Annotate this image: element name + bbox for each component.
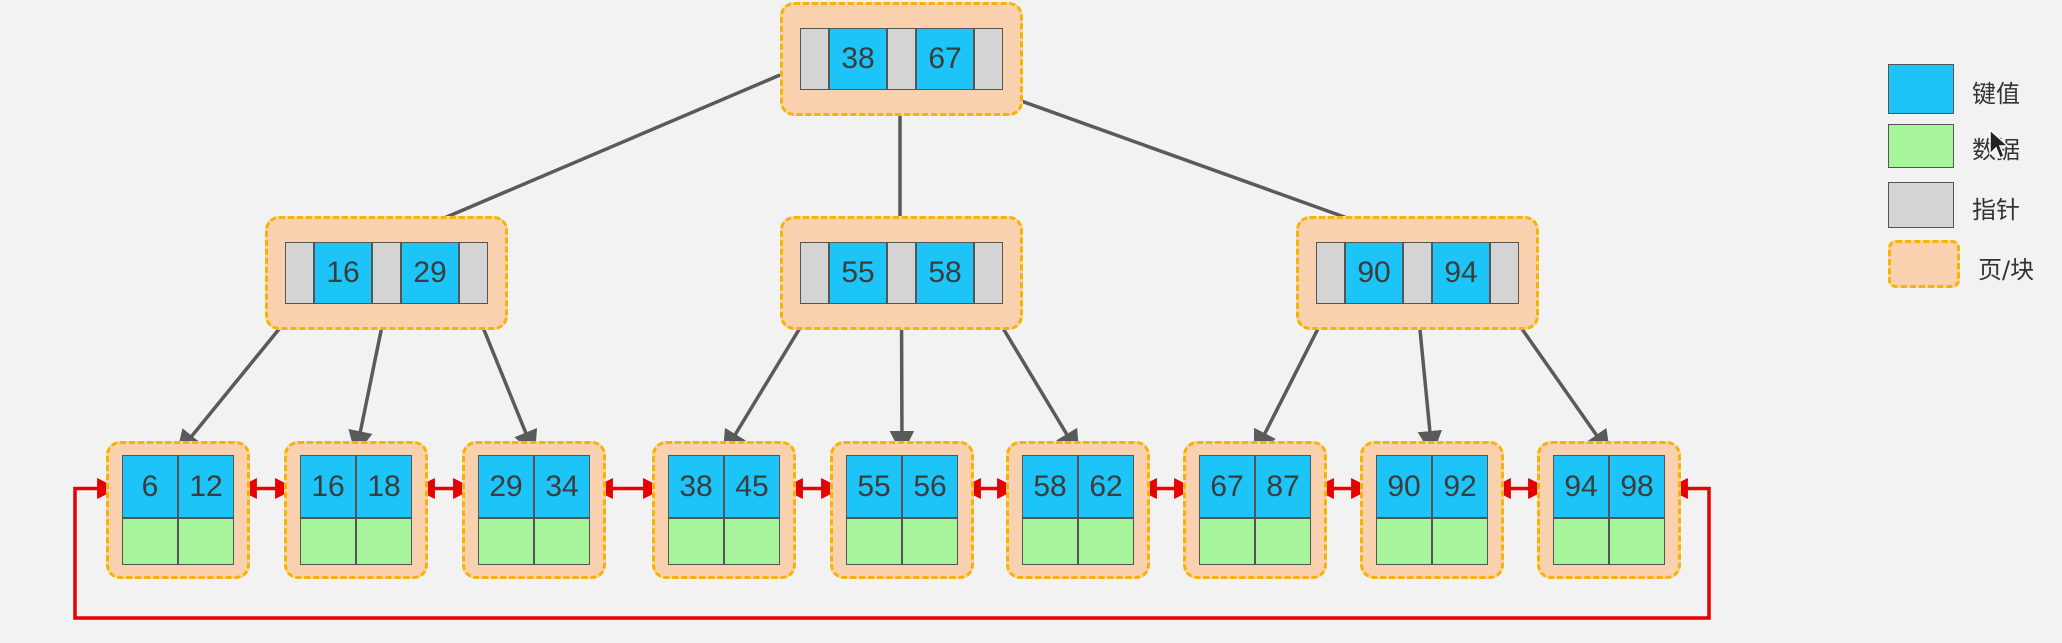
root-node-pointer-2 <box>887 28 916 90</box>
internal-node-2-pointer-1 <box>800 242 829 304</box>
internal-node-1-pointer-2 <box>372 242 401 304</box>
internal-node-2-pointer-3 <box>974 242 1003 304</box>
leaf-node-6-data-1 <box>1022 518 1078 565</box>
leaf-node-6-key-1: 58 <box>1022 455 1078 518</box>
leaf-node-3-data-1 <box>478 518 534 565</box>
leaf-node-6-data-2 <box>1078 518 1134 565</box>
leaf-node-2-key-1: 16 <box>300 455 356 518</box>
internal-node-1-key-1: 16 <box>314 242 372 304</box>
leaf-node-8-data-1 <box>1376 518 1432 565</box>
leaf-node-7-data-2 <box>1255 518 1311 565</box>
leaf-node-8-key-1: 90 <box>1376 455 1432 518</box>
leaf-node-2-key-2: 18 <box>356 455 412 518</box>
legend-pointer-swatch <box>1888 182 1954 228</box>
root-node-pointer-3 <box>974 28 1003 90</box>
root-node-key-2: 67 <box>916 28 974 90</box>
leaf-node-3-key-2: 34 <box>534 455 590 518</box>
leaf-node-1-key-1: 6 <box>122 455 178 518</box>
legend-key-label: 键值 <box>1972 80 2020 108</box>
leaf-node-3-data-2 <box>534 518 590 565</box>
leaf-node-2-data-1 <box>300 518 356 565</box>
internal-node-3-key-1: 90 <box>1345 242 1403 304</box>
legend-pointer-label: 指针 <box>1972 196 2020 224</box>
leaf-node-2-data-2 <box>356 518 412 565</box>
leaf-node-4-data-2 <box>724 518 780 565</box>
leaf-wraparound-link <box>73 478 1711 620</box>
internal-node-1-pointer-3 <box>459 242 488 304</box>
leaf-node-5-data-2 <box>902 518 958 565</box>
internal-node-2-key-2: 58 <box>916 242 974 304</box>
leaf-node-7-key-1: 67 <box>1199 455 1255 518</box>
leaf-node-7-key-2: 87 <box>1255 455 1311 518</box>
internal-node-3-pointer-2 <box>1403 242 1432 304</box>
legend-page-label: 页/块 <box>1978 256 2035 284</box>
internal-node-3-pointer-3 <box>1490 242 1519 304</box>
leaf-node-9-data-1 <box>1553 518 1609 565</box>
leaf-node-8-key-2: 92 <box>1432 455 1488 518</box>
leaf-node-1-key-2: 12 <box>178 455 234 518</box>
leaf-node-5-data-1 <box>846 518 902 565</box>
leaf-node-7-data-1 <box>1199 518 1255 565</box>
leaf-node-1-data-1 <box>122 518 178 565</box>
internal-node-1-pointer-1 <box>285 242 314 304</box>
leaf-node-5-key-1: 55 <box>846 455 902 518</box>
mouse-cursor-icon <box>1989 128 2010 160</box>
internal-node-3-pointer-1 <box>1316 242 1345 304</box>
root-node-pointer-1 <box>800 28 829 90</box>
leaf-node-1-data-2 <box>178 518 234 565</box>
root-node-key-1: 38 <box>829 28 887 90</box>
internal-node-3-key-2: 94 <box>1432 242 1490 304</box>
legend-page-swatch <box>1888 240 1960 288</box>
internal-node-2-pointer-2 <box>887 242 916 304</box>
leaf-node-4-key-1: 38 <box>668 455 724 518</box>
leaf-node-9-key-1: 94 <box>1553 455 1609 518</box>
leaf-node-8-data-2 <box>1432 518 1488 565</box>
legend-key-swatch <box>1888 64 1954 114</box>
leaf-node-9-data-2 <box>1609 518 1665 565</box>
leaf-node-6-key-2: 62 <box>1078 455 1134 518</box>
internal-node-2-key-1: 55 <box>829 242 887 304</box>
leaf-node-9-key-2: 98 <box>1609 455 1665 518</box>
leaf-node-3-key-1: 29 <box>478 455 534 518</box>
leaf-node-5-key-2: 56 <box>902 455 958 518</box>
root-edge-1 <box>385 73 781 245</box>
leaf-node-4-key-2: 45 <box>724 455 780 518</box>
legend-data-swatch <box>1888 124 1954 168</box>
leaf-node-4-data-1 <box>668 518 724 565</box>
internal-node-1-key-2: 29 <box>401 242 459 304</box>
